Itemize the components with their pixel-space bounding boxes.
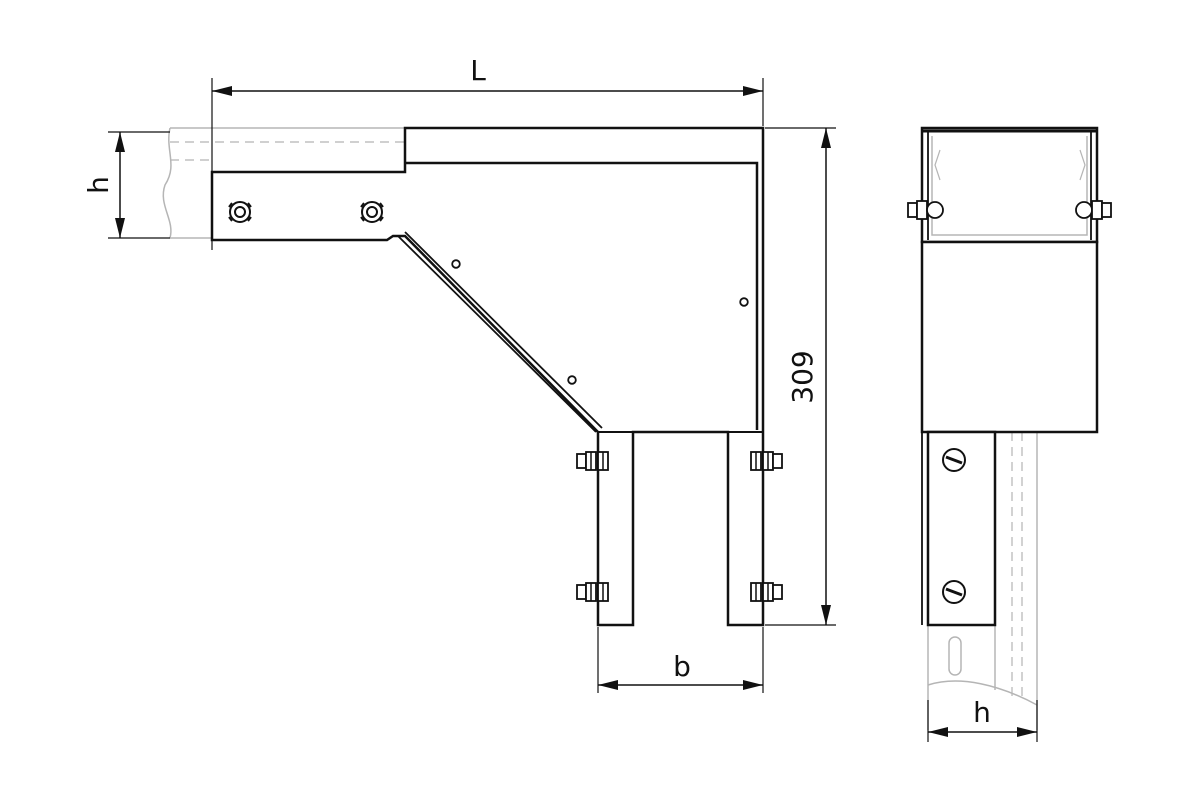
side-bolt: [1075, 200, 1112, 220]
front-view: L h 309 b: [82, 54, 836, 693]
side-view: h: [907, 126, 1112, 742]
dimension-309: 309: [765, 127, 836, 626]
connector-bolt: [942, 580, 966, 604]
side-body: [920, 240, 1099, 434]
side-top-box: [920, 126, 1099, 244]
side-bolt: [907, 200, 944, 220]
rivet-hole: [739, 297, 749, 307]
adjoining-tray-left: [162, 127, 405, 239]
dimension-L: L: [211, 54, 764, 250]
adjoining-tray-bottom: [927, 432, 1038, 730]
dimension-h-right: h: [927, 696, 1038, 742]
dimension-309-label: 309: [786, 350, 819, 403]
dimension-h-left-label: h: [82, 176, 115, 194]
rivet-hole: [567, 375, 577, 385]
connector-bolt: [228, 201, 252, 223]
dimension-h-left: h: [82, 131, 170, 239]
side-bolt: [576, 451, 609, 471]
dimension-b: b: [597, 627, 764, 693]
rivet-hole: [451, 259, 461, 269]
elbow-body: [210, 126, 765, 627]
side-bolt: [750, 582, 783, 602]
side-bolt: [750, 451, 783, 471]
connector-bolt: [942, 448, 966, 472]
side-bolt: [576, 582, 609, 602]
dimension-b-label: b: [673, 650, 691, 683]
dimension-h-right-label: h: [973, 696, 991, 729]
connector-bolt: [360, 201, 384, 223]
dimension-L-label: L: [470, 54, 486, 87]
